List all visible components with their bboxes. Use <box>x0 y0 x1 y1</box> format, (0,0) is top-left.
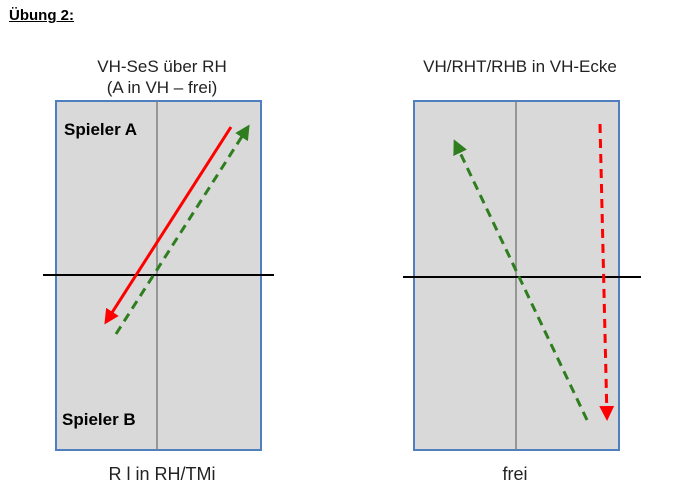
exercise-heading: Übung 2: <box>9 7 74 24</box>
left-red-arrow <box>104 126 233 325</box>
right-caption-line1: VH/RHT/RHB in VH-Ecke <box>423 57 617 76</box>
right-green-dashed-arrow <box>453 139 589 421</box>
right-court <box>403 100 641 451</box>
left-caption-line2: (A in VH – frei) <box>106 78 218 97</box>
left-green-dashed-arrow <box>114 124 250 335</box>
right-red-dashed-arrow <box>598 123 615 421</box>
left-player-b-label: Spieler B <box>62 410 136 429</box>
left-court: Spieler A Spieler B <box>43 100 274 451</box>
right-caption: VH/RHT/RHB in VH-Ecke <box>395 56 645 77</box>
left-caption: VH-SeS über RH (A in VH – frei) <box>58 56 266 98</box>
left-player-a-label: Spieler A <box>64 120 137 139</box>
left-caption-line1: VH-SeS über RH <box>97 57 227 76</box>
right-footer: frei <box>502 464 528 484</box>
left-footer: R l in RH/TMi <box>108 464 216 484</box>
